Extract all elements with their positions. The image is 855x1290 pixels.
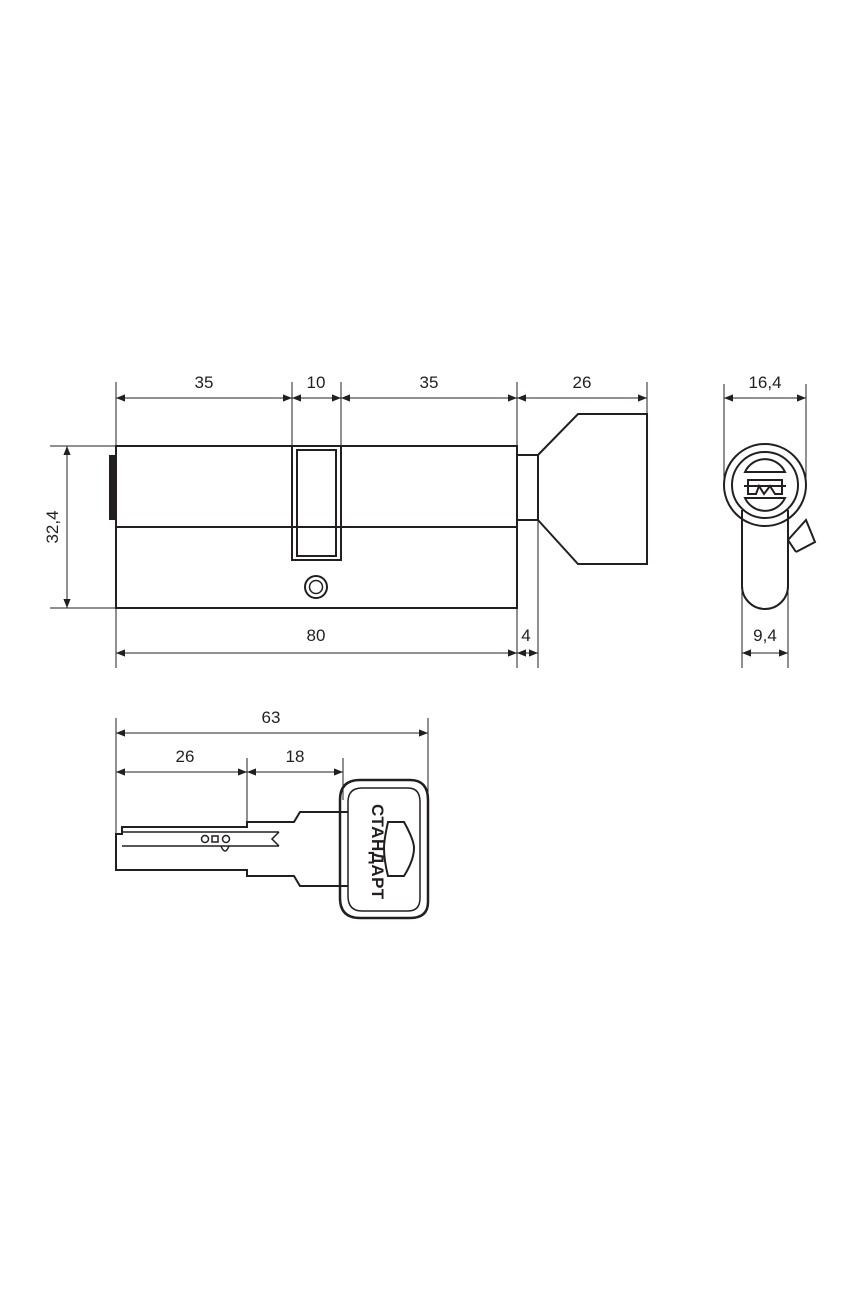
cylinder-end-view xyxy=(723,443,817,610)
cam-slot xyxy=(291,446,342,561)
dim-label-height-32-4: 32,4 xyxy=(43,510,62,543)
key-dimple-1 xyxy=(200,834,210,844)
key: СТАНДАРТ xyxy=(115,778,430,920)
key-brand-label: СТАНДАРТ xyxy=(368,804,387,900)
knob-shaft xyxy=(516,454,539,521)
end-view-cam-tab xyxy=(787,518,817,553)
cylinder-side-view xyxy=(109,413,648,609)
key-bow-outer xyxy=(338,778,430,920)
dim-label-key-63: 63 xyxy=(262,708,281,727)
cam-tab-edge xyxy=(787,539,797,553)
end-view-lower-profile xyxy=(741,510,789,610)
cam xyxy=(296,449,337,557)
dim-label-gap-4: 4 xyxy=(521,626,530,645)
dim-label-right-35: 35 xyxy=(420,373,439,392)
dim-label-left-35: 35 xyxy=(195,373,214,392)
dim-label-key-18: 18 xyxy=(286,747,305,766)
key-bow-inner xyxy=(347,787,421,912)
mounting-screw-hole-inner xyxy=(308,579,324,595)
key-blade xyxy=(115,811,348,887)
mounting-screw-hole xyxy=(304,575,328,599)
key-bow-window xyxy=(382,821,416,877)
dim-label-cam-10: 10 xyxy=(307,373,326,392)
key-dimple-3 xyxy=(221,834,231,844)
keyway-lower xyxy=(743,497,787,512)
key-groove-tip xyxy=(270,831,280,847)
cylinder-end-cap xyxy=(109,455,116,520)
key-dimple-2 xyxy=(211,835,219,843)
end-view-plug-inner xyxy=(731,451,799,519)
dim-label-knob-26: 26 xyxy=(573,373,592,392)
dimension-labels: 35 10 35 26 16,4 32,4 80 4 9,4 63 26 18 xyxy=(43,373,782,766)
dim-label-bottom-9-4: 9,4 xyxy=(753,626,777,645)
dimension-lines xyxy=(50,382,807,834)
dim-label-key-26: 26 xyxy=(176,747,195,766)
dim-label-total-80: 80 xyxy=(307,626,326,645)
key-notch xyxy=(220,845,230,852)
dim-label-profile-16-4: 16,4 xyxy=(748,373,781,392)
thumb-turn-knob xyxy=(537,413,648,565)
keyway-upper xyxy=(743,458,787,473)
